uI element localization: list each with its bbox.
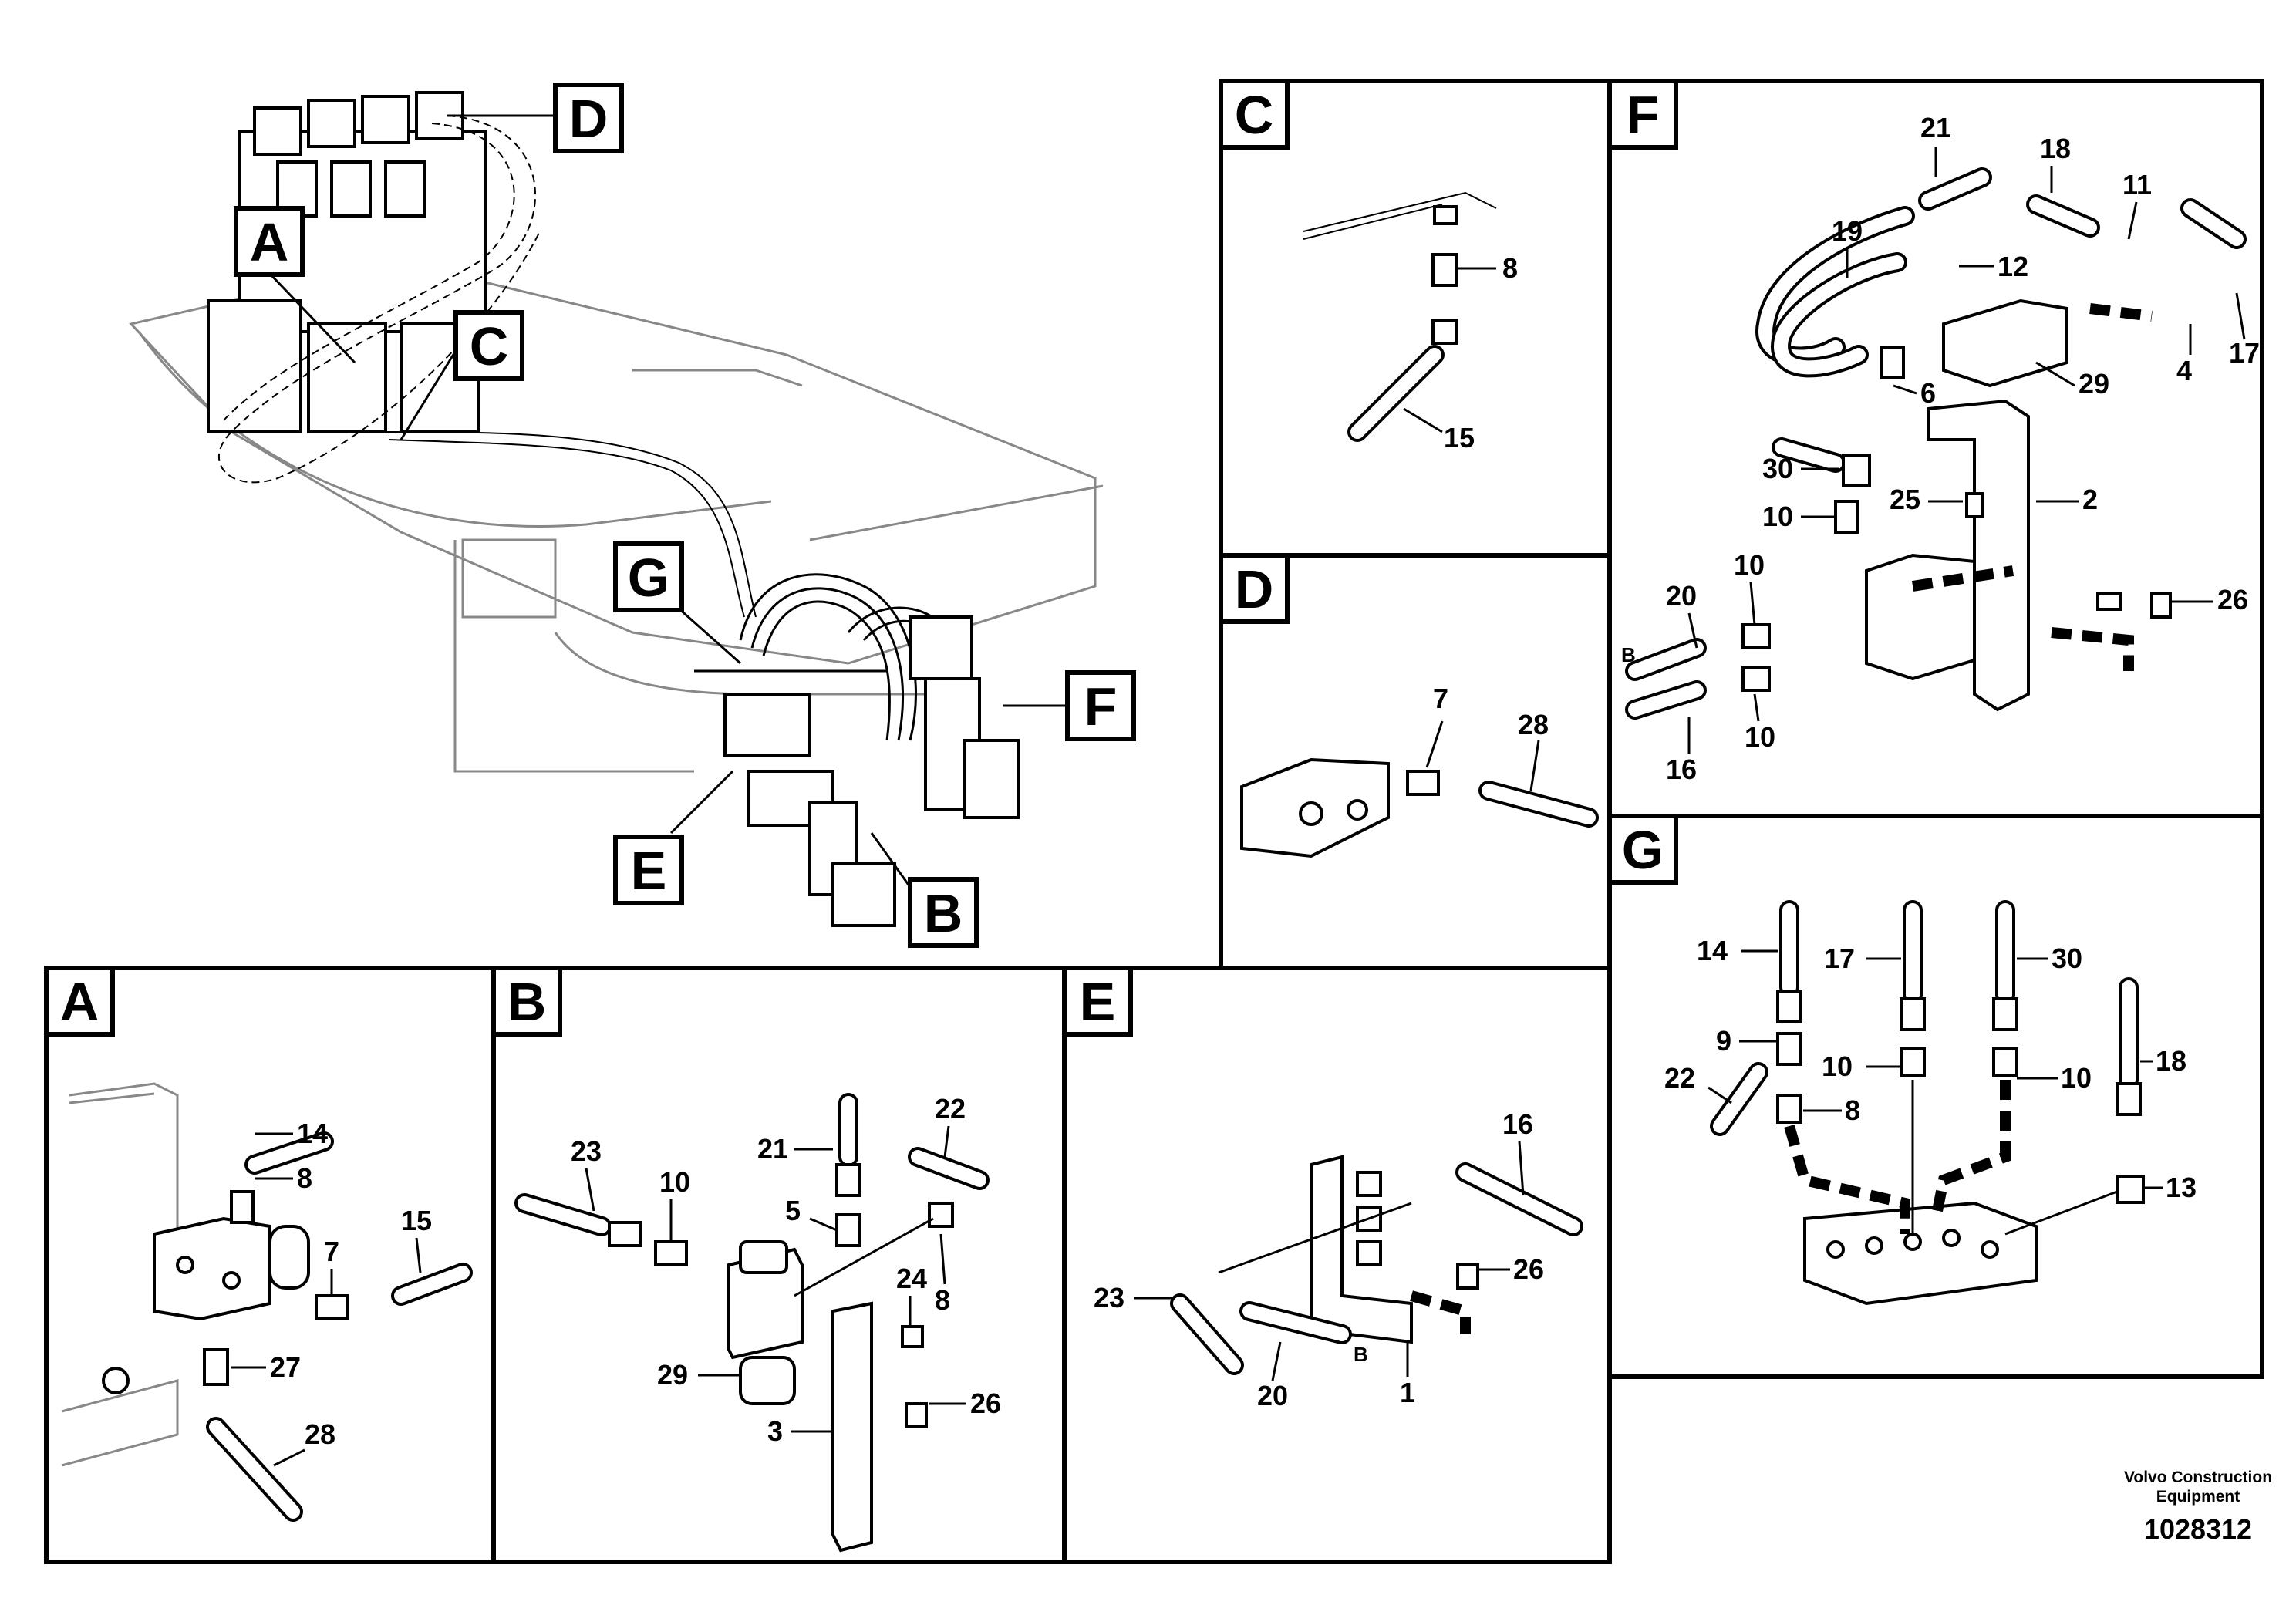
- callout-C-0: 8: [1502, 252, 1518, 284]
- callout-F-11: 2: [2082, 484, 2098, 515]
- company-name: Volvo Construction Equipment: [2082, 1468, 2296, 1506]
- tag-label: C: [470, 316, 509, 376]
- callout-D-0: 7: [1433, 683, 1448, 714]
- panel-F-tag: [1607, 79, 1678, 150]
- callout-F-10: 25: [1890, 484, 1920, 515]
- callout-B-9: 3: [767, 1415, 783, 1447]
- tag-label: A: [250, 212, 289, 272]
- panel-C-tag: [1219, 79, 1290, 150]
- callout-B-4: 5: [785, 1195, 801, 1226]
- overview-tag-G[interactable]: G: [613, 541, 741, 665]
- overview-tag-E[interactable]: E: [613, 770, 734, 905]
- callout-F-8: 6: [1920, 377, 1936, 409]
- callout-B-3: 22: [935, 1093, 966, 1125]
- callout-B-0: 23: [571, 1135, 602, 1167]
- callout-D-1: 28: [1518, 709, 1549, 740]
- tag-label: F: [1627, 85, 1660, 145]
- tag-label: F: [1084, 676, 1118, 737]
- overview-tag-A[interactable]: A: [234, 206, 356, 364]
- callout-F-0: 21: [1920, 112, 1951, 143]
- callout-B-5: 24: [896, 1263, 927, 1294]
- callout-G-9: 13: [2166, 1172, 2197, 1203]
- panel-E-tag: [1062, 966, 1133, 1037]
- tag-label: G: [1622, 820, 1664, 880]
- panel-B-tag: [491, 966, 562, 1037]
- callout-E-2: 26: [1513, 1253, 1544, 1285]
- company-line-2: Equipment: [2156, 1488, 2240, 1506]
- panel-E: E 16 23 26 20 1 B: [1062, 966, 1612, 1564]
- callout-F-16: 10: [1745, 721, 1775, 753]
- callout-E-1: 23: [1094, 1282, 1124, 1313]
- callout-A-2: 7: [324, 1236, 339, 1267]
- callout-F-1: 18: [2040, 133, 2071, 164]
- company-line-1: Volvo Construction: [2123, 1469, 2273, 1486]
- callout-G-5: 10: [2061, 1062, 2092, 1094]
- callout-A-3: 15: [401, 1205, 432, 1236]
- panel-G-tag: [1607, 814, 1678, 885]
- callout-A-4: 27: [270, 1351, 301, 1383]
- callout-C-1: 15: [1444, 422, 1475, 454]
- callout-F-7: 29: [2079, 368, 2109, 400]
- callout-B-8: 26: [970, 1388, 1001, 1419]
- callout-B-7: 29: [657, 1359, 688, 1391]
- callout-A-0: 14: [297, 1118, 328, 1149]
- callout-A-5: 28: [305, 1418, 335, 1450]
- callout-F-17: 16: [1666, 754, 1697, 785]
- callout-F-3: 19: [1832, 215, 1863, 247]
- panel-B: B 23 10 21 22 5 24 8 29 26: [491, 966, 1067, 1564]
- panel-D: D 7 28: [1219, 553, 1612, 970]
- panel-G: G 14 17: [1607, 814, 2264, 1379]
- drawing-number: 1028312: [2143, 1513, 2253, 1545]
- callout-B-6: 8: [935, 1284, 950, 1316]
- panel-C: C 8 15: [1219, 79, 1612, 558]
- callout-G-1: 17: [1824, 943, 1855, 974]
- tag-label: G: [628, 548, 669, 608]
- callout-F-6: 17: [2229, 337, 2260, 369]
- callout-G-2: 30: [2052, 943, 2082, 974]
- callout-G-0: 14: [1697, 935, 1728, 966]
- callout-B-1: 10: [659, 1166, 690, 1198]
- callout-F-2: 11: [2122, 169, 2152, 201]
- overview-tag-C[interactable]: C: [400, 310, 524, 440]
- callout-B-2: 21: [757, 1133, 788, 1165]
- overview-illustration: [129, 91, 1104, 927]
- panel-F: F 21 18 11: [1607, 79, 2264, 818]
- overview-tag-B[interactable]: B: [870, 832, 979, 948]
- callout-G-3: 9: [1716, 1025, 1731, 1057]
- overview-tag-D[interactable]: D: [447, 83, 624, 153]
- overview-tag-F[interactable]: F: [1003, 670, 1136, 741]
- callout-F-9: 30: [1762, 453, 1793, 484]
- callout-A-1: 8: [297, 1162, 312, 1194]
- panel-D-tag: [1219, 553, 1290, 624]
- tag-label: E: [631, 841, 667, 901]
- panel-A-tag: [44, 966, 115, 1037]
- panel-A: A 14 8 7 15 27 28: [44, 966, 496, 1564]
- tag-label: C: [1235, 85, 1274, 145]
- callout-F-14: 10: [1734, 549, 1765, 581]
- callout-G-7: 8: [1845, 1094, 1860, 1126]
- callout-G-6: 22: [1664, 1062, 1695, 1094]
- callout-F-5: 4: [2176, 355, 2192, 386]
- tag-label: B: [924, 883, 963, 943]
- callout-E-4: 1: [1400, 1377, 1415, 1408]
- callout-G-4: 10: [1822, 1050, 1853, 1082]
- tag-label: A: [60, 972, 99, 1032]
- callout-F-4: 12: [1998, 251, 2028, 282]
- tag-label: B: [507, 972, 547, 1032]
- port-label: B: [1354, 1343, 1368, 1366]
- tag-label: E: [1080, 972, 1116, 1032]
- callout-G-8: 18: [2156, 1045, 2186, 1077]
- callout-F-13: 20: [1666, 580, 1697, 612]
- tag-label: D: [1235, 559, 1274, 619]
- callout-E-3: 20: [1257, 1380, 1288, 1411]
- callout-F-15: 26: [2217, 584, 2248, 615]
- callout-E-0: 16: [1502, 1108, 1533, 1140]
- callout-F-12: 10: [1762, 501, 1793, 532]
- port-label: B: [1621, 643, 1636, 666]
- tag-label: D: [569, 89, 609, 149]
